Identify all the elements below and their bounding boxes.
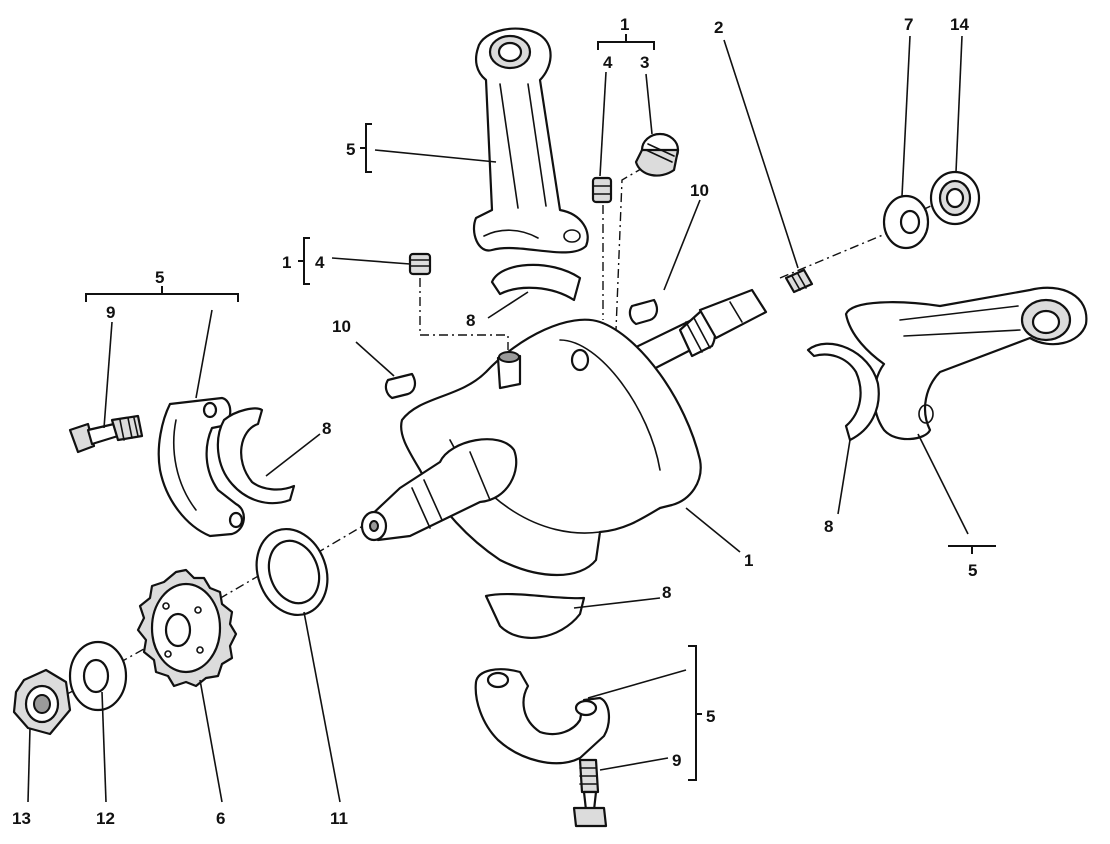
plug-3 — [634, 132, 680, 177]
callout-11: 11 — [330, 809, 348, 828]
callout-1-top: 1 — [620, 15, 629, 34]
callout-6: 6 — [216, 809, 225, 828]
callout-12: 12 — [96, 809, 115, 828]
rod-cap-lower — [474, 668, 610, 765]
bearing-shell-right — [806, 342, 880, 442]
callout-2: 2 — [714, 18, 723, 37]
callout-14: 14 — [950, 15, 969, 34]
callout-9-lower: 9 — [672, 751, 681, 770]
washer-12 — [68, 640, 128, 712]
callout-5-right: 5 — [968, 561, 977, 580]
callout-5-lower: 5 — [706, 707, 715, 726]
callout-4-left: 4 — [315, 253, 325, 272]
thrust-washer-11 — [255, 527, 329, 617]
key-10-right — [628, 298, 659, 326]
callout-10-left: 10 — [332, 317, 351, 336]
rod-cap-left — [157, 396, 245, 538]
key-10-left — [384, 372, 417, 400]
bolt-9-left — [68, 414, 144, 454]
bearing-shell-left — [216, 407, 296, 505]
callout-8-left: 8 — [322, 419, 331, 438]
callout-8-right: 8 — [824, 517, 833, 536]
callout-8-upper: 8 — [466, 311, 475, 330]
gear-6 — [136, 568, 238, 688]
callout-9-left: 9 — [106, 303, 115, 322]
pin-4-right — [591, 176, 613, 204]
callout-labels: 1 4 3 2 7 14 5 10 1 4 8 5 9 10 8 1 8 5 8… — [12, 15, 977, 828]
callout-4-top: 4 — [603, 53, 613, 72]
bush-14 — [929, 170, 981, 226]
callout-1-crank: 1 — [744, 551, 753, 570]
callout-5-rod: 5 — [346, 140, 355, 159]
leader-lines — [27, 35, 969, 803]
bearing-shell-lower — [484, 592, 586, 639]
connecting-rod-right — [844, 286, 1088, 441]
nut-13 — [12, 668, 72, 736]
bearing-shell-upper — [490, 263, 582, 302]
callout-3: 3 — [640, 53, 649, 72]
callout-7: 7 — [904, 15, 913, 34]
callout-5-cap: 5 — [155, 268, 164, 287]
callout-10-right: 10 — [690, 181, 709, 200]
pin-2 — [784, 268, 814, 294]
callout-1-left: 1 — [282, 253, 291, 272]
connecting-rod-upper — [472, 27, 589, 254]
bolt-9-lower — [572, 758, 608, 828]
callout-13: 13 — [12, 809, 31, 828]
callout-8-lower: 8 — [662, 583, 671, 602]
group-brackets — [85, 34, 996, 781]
pin-4-left — [408, 252, 432, 276]
crankshaft — [360, 288, 768, 576]
washer-7 — [882, 194, 930, 250]
